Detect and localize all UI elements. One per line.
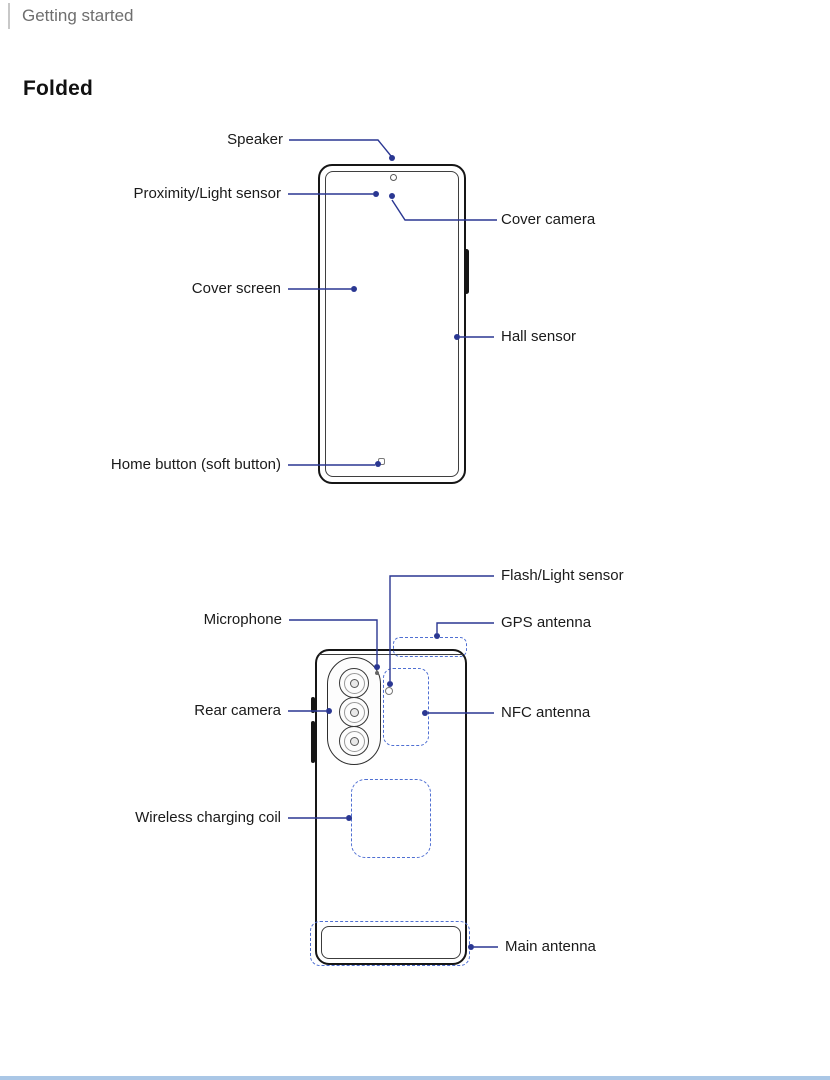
- label-home-button: Home button (soft button): [110, 456, 281, 473]
- label-rear-camera: Rear camera: [194, 702, 281, 719]
- wireless-charging-coil-area: [351, 779, 431, 858]
- gps-antenna-area: [393, 637, 467, 657]
- label-wireless-charging-coil: Wireless charging coil: [135, 809, 281, 826]
- label-flash-light-sensor: Flash/Light sensor: [501, 567, 624, 584]
- cover-camera-dot: [390, 174, 397, 181]
- label-speaker: Speaker: [227, 131, 283, 148]
- rear-camera-lens-bottom: [339, 726, 369, 756]
- power-key: [311, 697, 315, 713]
- label-main-antenna: Main antenna: [505, 938, 596, 955]
- label-gps-antenna: GPS antenna: [501, 614, 592, 631]
- volume-key: [311, 721, 315, 763]
- front-phone-diagram: [318, 164, 466, 484]
- main-antenna-area: [310, 921, 470, 966]
- label-microphone: Microphone: [203, 611, 282, 628]
- label-nfc-antenna: NFC antenna: [501, 704, 591, 721]
- label-cover-camera: Cover camera: [501, 211, 596, 228]
- label-cover-screen: Cover screen: [191, 280, 281, 297]
- section-title: Folded: [23, 77, 94, 100]
- side-key: [464, 249, 469, 294]
- rear-camera-lens-middle: [339, 697, 369, 727]
- home-button-indicator: [378, 458, 385, 465]
- footer-rule: [0, 1076, 830, 1080]
- callout-main-antenna: [468, 944, 498, 950]
- header-divider: [8, 3, 10, 29]
- nfc-antenna-area: [383, 668, 429, 746]
- rear-camera-lens-top: [339, 668, 369, 698]
- label-hall-sensor: Hall sensor: [501, 328, 577, 345]
- flash-light-sensor-dot: [385, 687, 393, 695]
- label-proximity-light-sensor: Proximity/Light sensor: [133, 185, 281, 202]
- microphone-hole: [375, 671, 379, 675]
- chapter-header: Getting started: [22, 6, 134, 25]
- bottom-frame-line: [321, 926, 461, 959]
- callout-speaker: [289, 139, 395, 161]
- cover-screen-outline: [325, 171, 459, 477]
